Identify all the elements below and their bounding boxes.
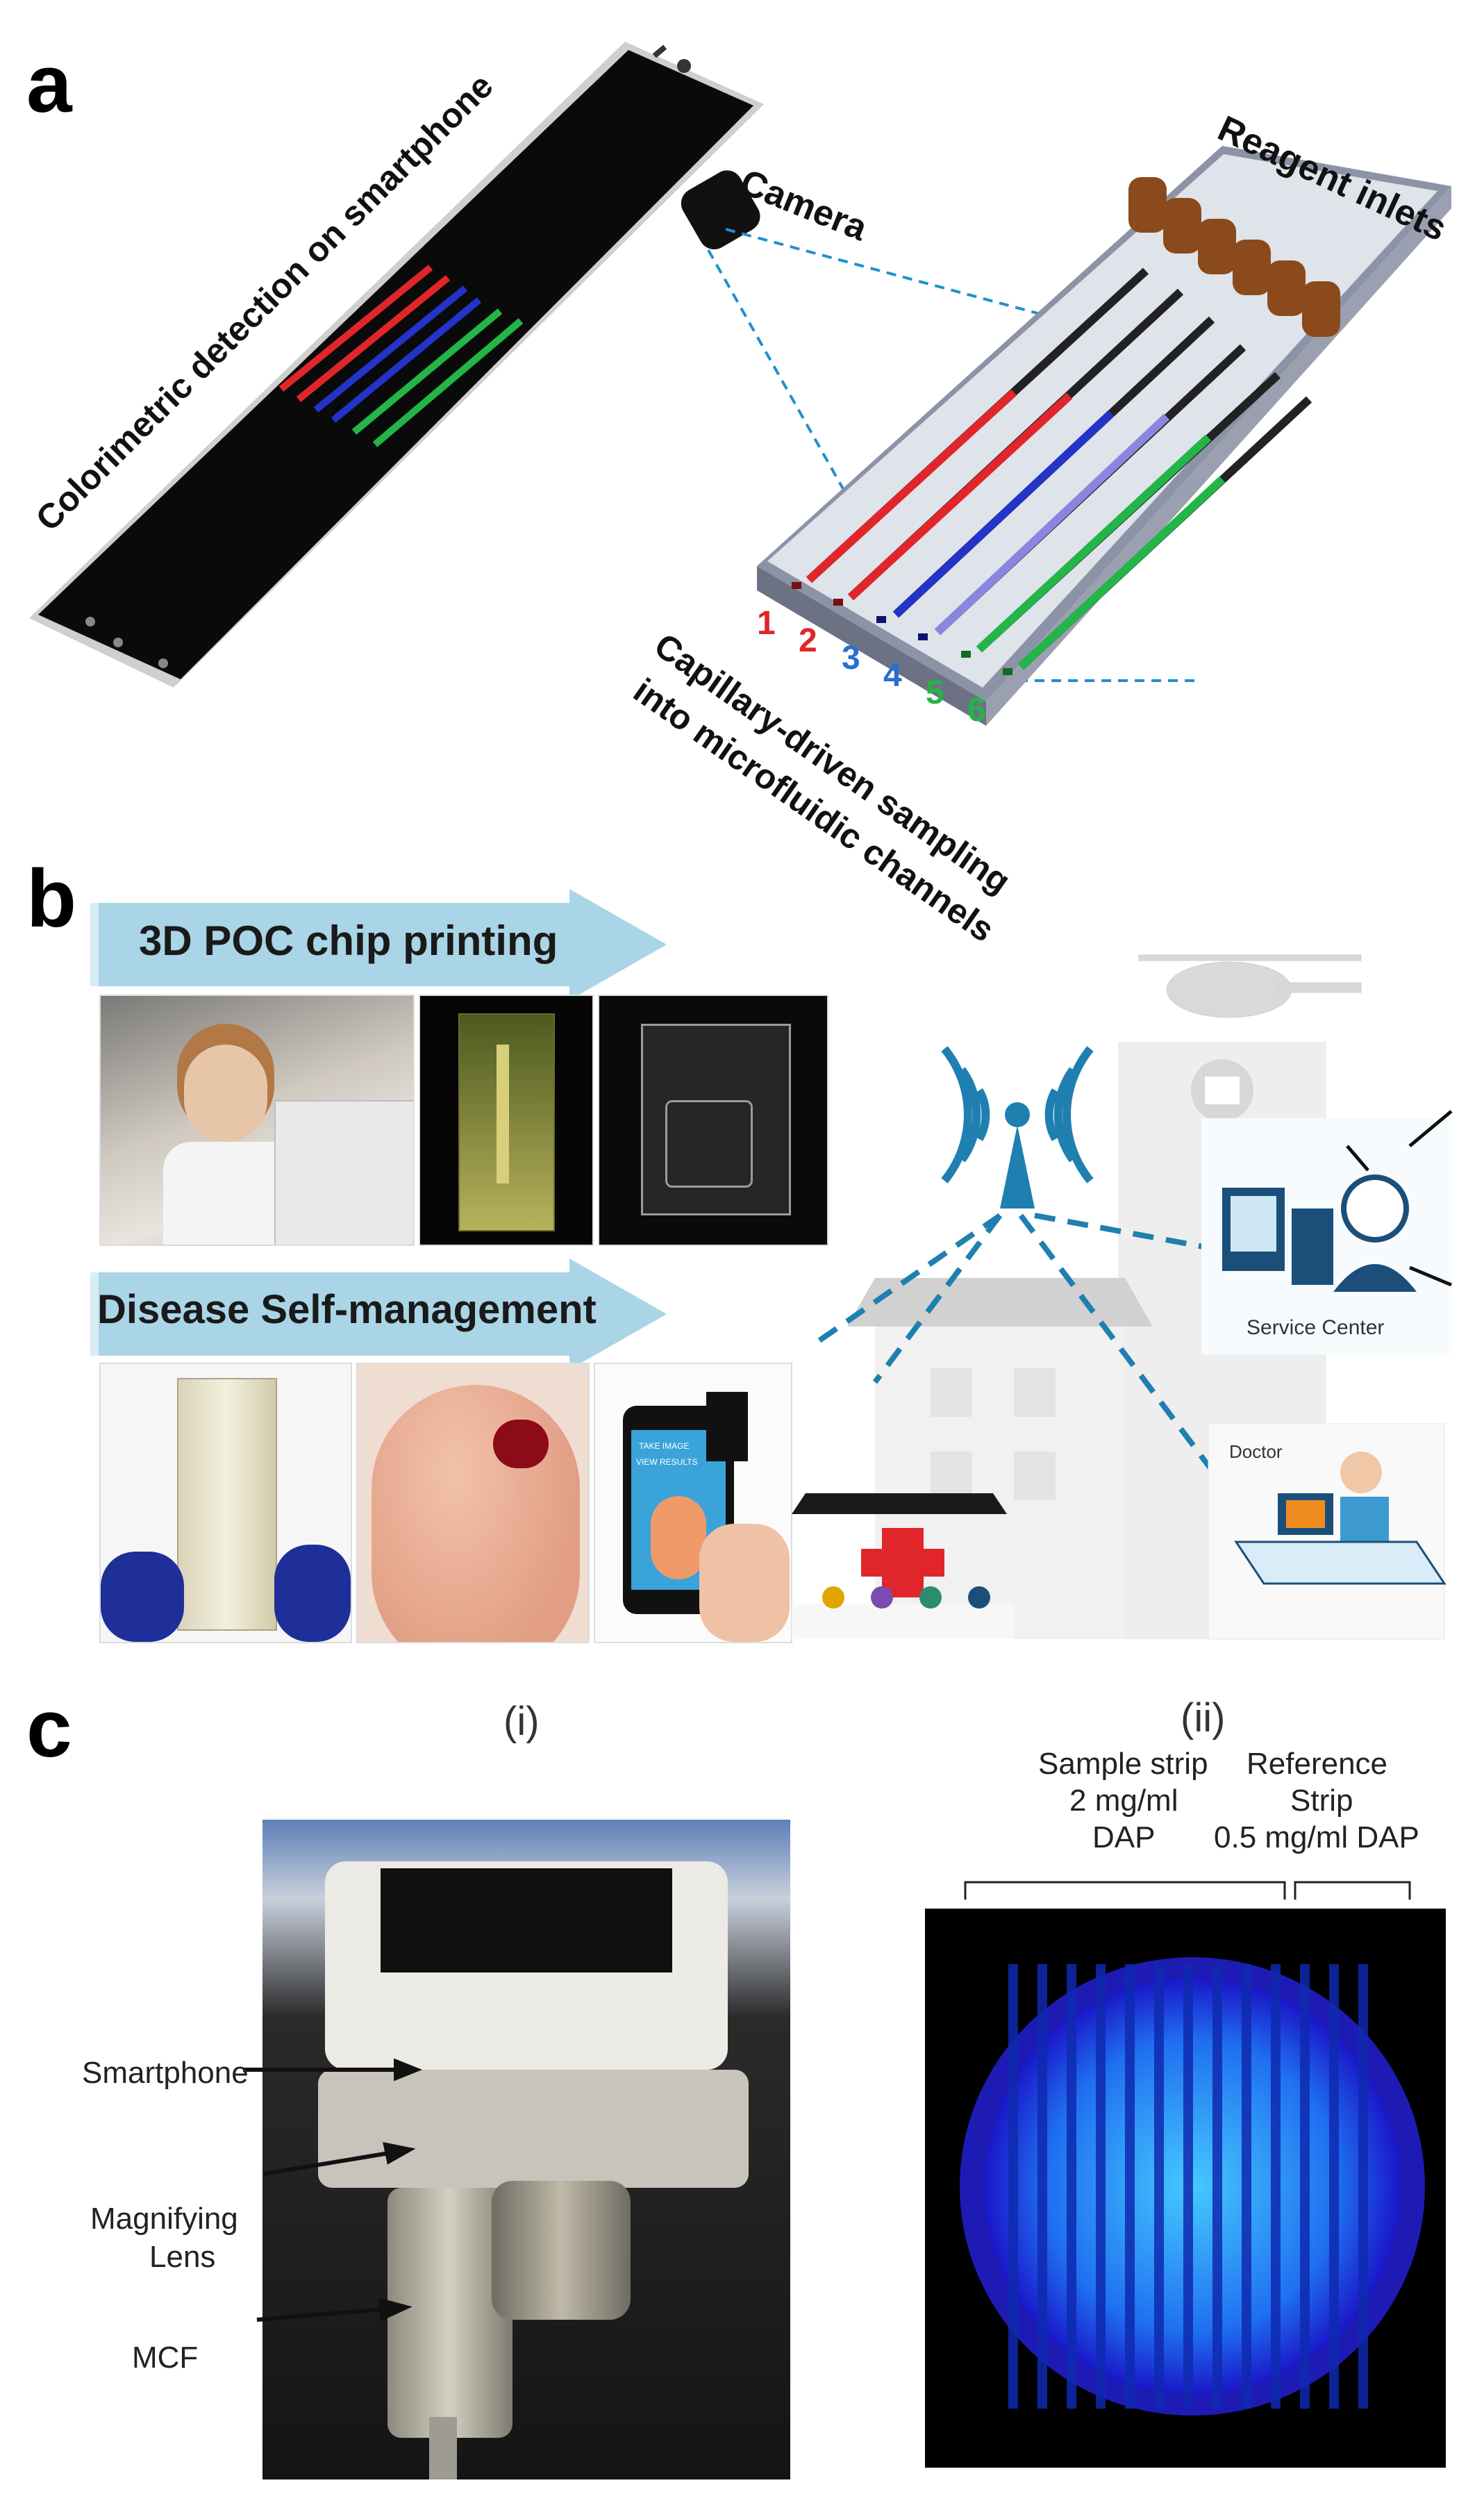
strip-brackets [958, 1868, 1417, 1910]
sample-strip-label-3: DAP [1092, 1820, 1155, 1855]
finger-blood-drop-photo [356, 1363, 590, 1643]
channel-number-4: 4 [883, 656, 902, 695]
panel-c-letter: c [26, 1688, 72, 1770]
banner-1-text: 3D POC chip printing [139, 917, 558, 965]
banner-2-text: Disease Self-management [97, 1286, 597, 1333]
reference-strip-label-3: 0.5 mg/ml DAP [1214, 1820, 1419, 1855]
sample-strip-label-2: 2 mg/ml [1069, 1784, 1178, 1818]
doctor-label: Doctor [1229, 1441, 1283, 1463]
helicopter-icon [1139, 955, 1361, 1017]
reference-strip-label-1: Reference [1247, 1747, 1387, 1781]
mcf-label: MCF [132, 2341, 198, 2375]
channel-number-2: 2 [799, 622, 817, 660]
fluorescence-strip-image [925, 1909, 1446, 2468]
channel-number-5: 5 [926, 674, 944, 712]
channel-number-3: 3 [842, 639, 860, 677]
printed-chip-photo [419, 995, 594, 1246]
smartphone-app-photo [594, 1363, 792, 1643]
magnifying-lens-label-2: Lens [149, 2240, 215, 2275]
telemedicine-network-illustration [792, 917, 1458, 1653]
antenna-tower-icon [1000, 1102, 1035, 1208]
sample-strip-label-1: Sample strip [1038, 1747, 1208, 1781]
service-center-label: Service Center [1247, 1316, 1384, 1340]
phone-screen-text-2: VIEW RESULTS [636, 1457, 697, 1467]
sub-label-i: (i) [503, 1698, 540, 1745]
channel-number-1: 1 [757, 604, 776, 642]
smartphone-label: Smartphone [82, 2056, 249, 2091]
magnifying-lens-label-1: Magnifying [90, 2202, 238, 2236]
reference-strip-label-2: Strip [1290, 1784, 1353, 1818]
phone-screen-text-1: TAKE IMAGE [639, 1441, 689, 1451]
sub-label-ii: (ii) [1181, 1695, 1225, 1741]
annotation-arrows [236, 2049, 431, 2382]
panel-b-letter: b [26, 858, 76, 940]
chip-in-hand-photo [99, 1363, 352, 1643]
channel-number-6: 6 [967, 691, 986, 729]
lab-scientist-photo [99, 995, 415, 1246]
